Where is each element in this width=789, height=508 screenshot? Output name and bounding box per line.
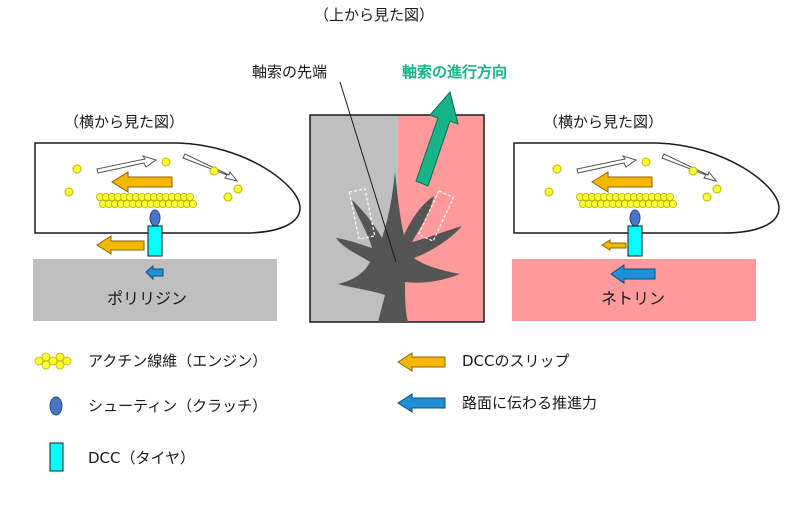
legend-icon-shootin [49, 396, 63, 416]
dcc-slip-arrow [601, 239, 627, 251]
traction-force-arrow [145, 264, 164, 281]
retrograde-flow-arrow [96, 155, 158, 174]
axon-tip-label: 軸索の先端 [252, 63, 328, 81]
advance-direction-label: 軸索の進行方向 [402, 63, 508, 81]
growth-cone-top-view [336, 172, 462, 322]
left-panel-title: （横から見た図） [64, 113, 185, 131]
legend-label-slip: DCCのスリップ [462, 352, 570, 370]
legend-label-actin: アクチン線維（エンジン） [88, 352, 268, 370]
advance-direction-arrow [415, 90, 459, 187]
center-panel [309, 81, 485, 323]
legend-icon-actin [34, 352, 72, 370]
dcc-slip-arrow [96, 235, 145, 255]
filopodium-highlight-box [348, 188, 376, 240]
legend-icon-slip-arrow [397, 352, 446, 372]
dcc-tire [147, 225, 163, 257]
left-panel [33, 142, 301, 321]
right-panel [512, 142, 780, 321]
netrin-label: ネトリン [601, 289, 666, 308]
shootin-clutch [629, 209, 641, 227]
actin-bead [666, 192, 675, 201]
actin-bead [669, 199, 678, 208]
legend-label-shootin: シューティン（クラッチ） [88, 397, 268, 415]
traction-force-arrow [610, 264, 656, 284]
retrograde-flow-arrow [182, 153, 239, 182]
right-panel-title: （横から見た図） [543, 113, 664, 131]
actin-filament-bundle [96, 192, 197, 208]
netrin-half [398, 115, 484, 322]
actin-filament-bundle [576, 192, 678, 208]
filopodium-highlight-box [417, 190, 455, 242]
shootin-clutch [149, 209, 161, 227]
dcc-slip-arrow [591, 171, 653, 193]
retrograde-flow-arrow [576, 155, 638, 174]
growth-cone-side-outline [34, 142, 301, 234]
legend-icon-dcc [49, 442, 64, 472]
center-title: （上から見た図） [314, 6, 435, 24]
retrograde-flow-arrow [661, 153, 718, 182]
tip-pointer-line [339, 81, 397, 263]
dcc-slip-arrow [111, 171, 173, 193]
legend-icon-force-arrow [397, 393, 446, 413]
legend-label-dcc: DCC（タイヤ） [88, 449, 196, 467]
actin-bead [188, 199, 197, 208]
growth-cone-side-outline [513, 142, 780, 234]
actin-bead [185, 192, 194, 201]
polylysine-label: ポリリジン [107, 289, 188, 308]
actin-monomer-dots [64, 157, 243, 202]
dcc-tire [627, 225, 643, 257]
actin-monomer-dots [544, 157, 722, 202]
legend-label-force: 路面に伝わる推進力 [462, 394, 598, 412]
